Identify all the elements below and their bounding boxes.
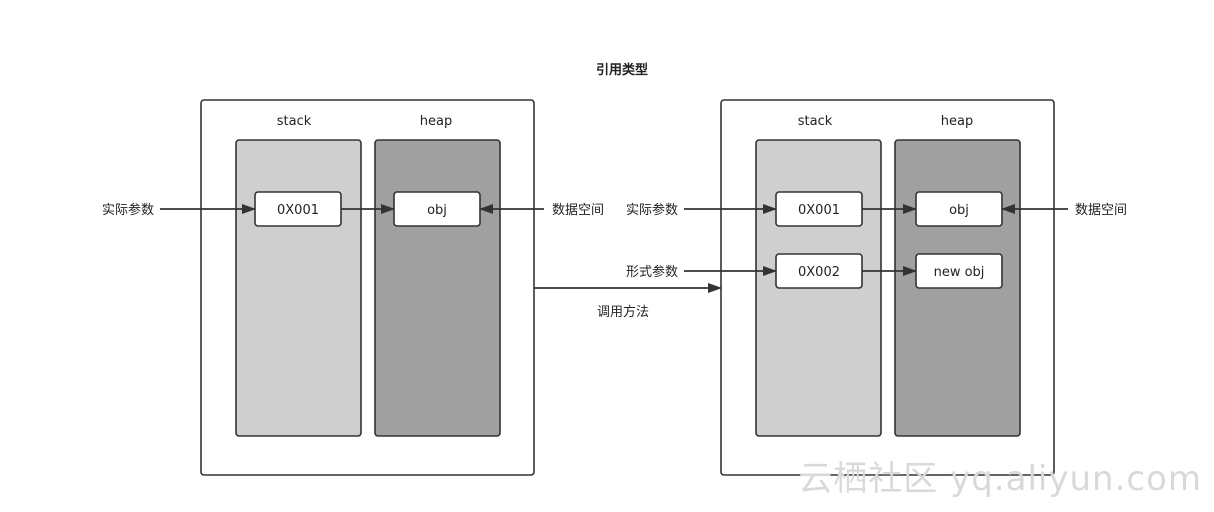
right-actual-param-label: 实际参数 — [626, 202, 678, 218]
left-data-space-label: 数据空间 — [552, 203, 604, 218]
right-stack-cell-2-text: 0X002 — [798, 265, 840, 280]
right-formal-param-label: 形式参数 — [626, 264, 678, 280]
right-stack-cell-1-text: 0X001 — [798, 203, 840, 218]
right-heap-cell-1-text: obj — [949, 203, 969, 218]
watermark: 云栖社区 yq.aliyun.com — [798, 459, 1202, 499]
right-stack-label: stack — [798, 114, 833, 129]
right-heap-label: heap — [941, 114, 973, 129]
right-data-space-label: 数据空间 — [1075, 203, 1127, 218]
left-stack-column — [235, 139, 362, 437]
left-stack-label: stack — [277, 114, 312, 129]
left-heap-label: heap — [420, 114, 452, 129]
left-actual-param-label: 实际参数 — [102, 202, 154, 218]
call-method-label: 调用方法 — [597, 304, 649, 320]
left-panel: stack heap 0X001 obj 实际参数 数据空间 — [102, 99, 604, 476]
right-panel: stack heap 0X001 0X002 obj new obj 实际参数 … — [626, 99, 1127, 476]
left-heap-column — [374, 139, 501, 437]
left-stack-cell-text: 0X001 — [277, 203, 319, 218]
left-heap-cell-text: obj — [427, 203, 447, 218]
diagram-title: 引用类型 — [596, 62, 648, 78]
right-heap-cell-2-text: new obj — [934, 265, 985, 280]
